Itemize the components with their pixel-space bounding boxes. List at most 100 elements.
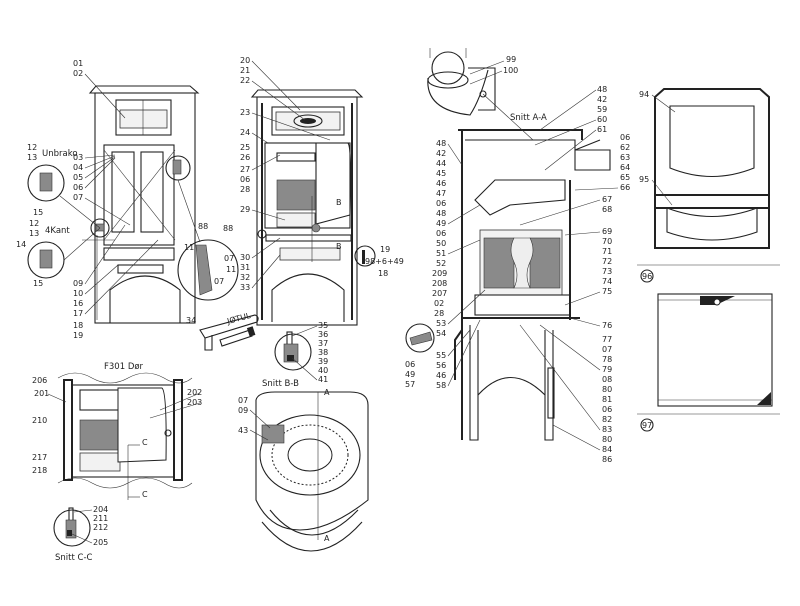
part-label: 11 [226,265,236,274]
part-label: 02 [434,299,444,308]
part-label: 210 [32,416,47,425]
part-label: 46 [436,179,446,188]
part-label: 206 [32,376,47,385]
part-label: 06 [436,229,446,238]
part-label: 75 [602,287,612,296]
section-aa-title: Snitt A-A [510,113,547,123]
part-label: 73 [602,267,612,276]
section-marker-b: B [336,198,342,207]
part-label: 202 [187,388,202,397]
detail-title-4kant: 4Kant [45,226,70,236]
part-label: 204 [93,505,108,514]
part-label: 88 [198,222,208,231]
part-label: 24 [240,128,250,137]
part-label: 43 [238,426,248,435]
part-label: 05 [73,173,83,182]
part-label: 70 [602,237,612,246]
part-label: 79 [602,365,612,374]
part-label: 12 [27,143,37,152]
part-label: 94 [639,90,649,99]
part-label: 07 [73,193,83,202]
part-label: 28 [240,185,250,194]
part-label: 78 [602,355,612,364]
part-label: 15 [33,279,43,288]
part-label: 52 [436,259,446,268]
part-label: 211 [93,514,108,523]
part-label: 07 [602,345,612,354]
part-label: 31 [240,263,250,272]
part-label: 58 [436,381,446,390]
part-label: 19 [380,245,390,254]
part-label: 68 [602,205,612,214]
part-label: 81 [602,395,612,404]
front-view-labels: 01 02 Unbrako 12 13 03 04 05 06 15 07 12… [16,59,236,340]
part-label: 22 [240,76,250,85]
door-view-labels: F301 Dør 206 201 202 203 210 217 218 C C… [32,362,202,563]
part-label: 36 [318,330,328,339]
part-label: 20 [240,56,250,65]
part-label: 06 [240,175,250,184]
part-label: 203 [187,398,202,407]
part-label: 96 [642,272,652,281]
part-label: 18 [73,321,83,330]
center-view-drawing [250,89,376,326]
part-label: 27 [240,165,250,174]
part-label: 29 [240,205,250,214]
part-label: 62 [620,143,630,152]
part-label: 23 [240,108,250,117]
part-label: 33 [240,283,250,292]
part-label: 04 [73,163,83,172]
part-label: 14 [16,240,26,249]
part-label: 49 [436,219,446,228]
part-label: 45 [436,169,446,178]
part-label: 13 [29,229,39,238]
part-label: 26 [240,153,250,162]
section-marker-c: C [142,490,148,499]
part-label: 207 [432,289,447,298]
part-label: 50 [436,239,446,248]
part-label: 69 [602,227,612,236]
door-view-title: F301 Dør [104,362,144,372]
part-label: 71 [602,247,612,256]
leader-lines [47,60,676,544]
part-label: 209 [432,269,447,278]
part-label: 06 [436,199,446,208]
section-marker-a: A [324,388,330,397]
part-label: 76 [602,321,612,330]
part-label: 99 [506,55,516,64]
part-label: 07 [214,277,224,286]
section-bb-drawing [274,331,312,371]
part-label: 09 [238,406,248,415]
part-label: 77 [602,335,612,344]
part-label: 54 [436,329,446,338]
part-label: 47 [436,189,446,198]
part-label: 37 [318,339,328,348]
part-label: 66 [620,183,630,192]
part-label: 30 [240,253,250,262]
part-label: 48 [436,209,446,218]
part-label: 06 [73,183,83,192]
part-label: 67 [602,195,612,204]
part-label: 18 [378,269,388,278]
part-label: 19 [73,331,83,340]
part-label: 95 [639,175,649,184]
section-cc-drawing [53,507,91,547]
top-view-labels: 07 09 43 A A [238,388,330,543]
part-label: 44 [436,159,446,168]
part-label: 208 [432,279,447,288]
part-label: 217 [32,453,47,462]
detail-circle-hinge [177,239,239,301]
part-label: 08 [602,375,612,384]
part-label: 84 [602,445,612,454]
part-label: 61 [597,125,607,134]
part-label: 48 [436,139,446,148]
part-label: 17 [73,309,83,318]
part-label: 07 [238,396,248,405]
part-label: 42 [436,149,446,158]
section-marker-a: A [324,534,330,543]
part-label: 07 [224,254,234,263]
part-label: 80 [602,385,612,394]
front-view-drawing [27,85,239,324]
part-label: 28 [434,309,444,318]
part-label: 21 [240,66,250,75]
